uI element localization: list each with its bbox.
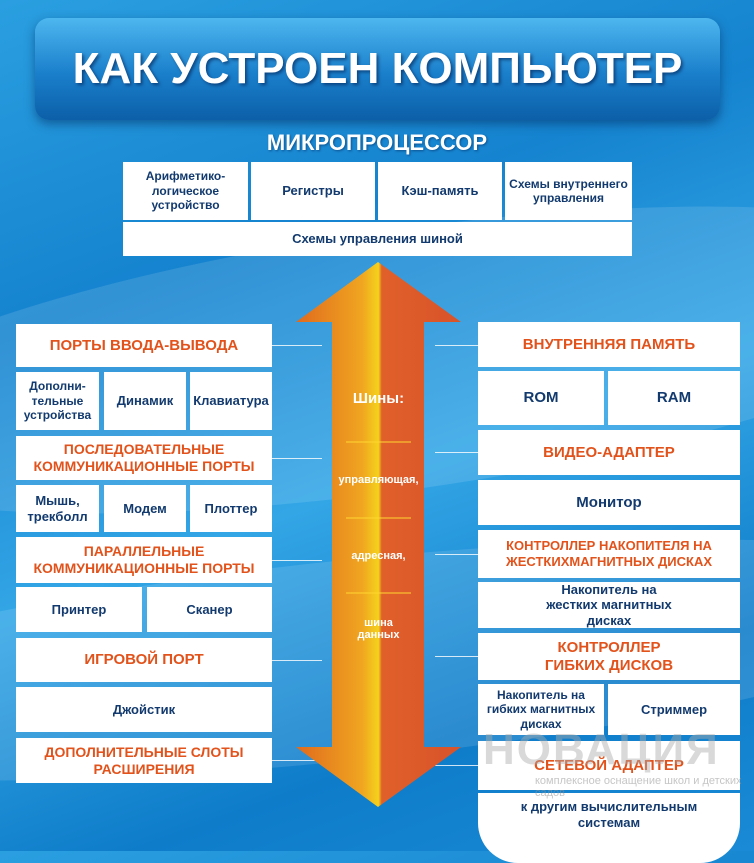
- microprocessor-title: МИКРОПРОЦЕССОР: [266, 130, 488, 155]
- scanner-cell: Сканер: [147, 587, 272, 632]
- extra-devices-cell: Дополни-тельные устройства: [16, 372, 99, 430]
- hdd-cell: Накопитель на жестких магнитных дисках: [478, 582, 740, 628]
- bus-data: шина данных: [357, 617, 400, 641]
- registers-cell: Регистры: [251, 162, 375, 220]
- connector-line: [272, 560, 322, 561]
- control-circuits-cell: Схемы внутреннего управления: [505, 162, 632, 220]
- connector-line: [272, 760, 322, 761]
- bus-control: управляющая,: [338, 474, 419, 486]
- modem-cell: Модем: [104, 485, 186, 532]
- speaker-cell: Динамик: [104, 372, 186, 430]
- connector-line: [435, 656, 478, 657]
- game-port-header: ИГРОВОЙ ПОРТ: [16, 638, 272, 682]
- bus-control-cell: Схемы управления шиной: [123, 222, 632, 256]
- streamer-cell: Стриммер: [608, 684, 740, 735]
- connector-line: [272, 660, 322, 661]
- watermark-logo: НОВАЦИЯ: [483, 725, 720, 774]
- alu-cell: Арифметико-логическое устройство: [123, 162, 248, 220]
- memory-header: ВНУТРЕННЯЯ ПАМЯТЬ: [478, 322, 740, 367]
- other-systems-cell: к другим вычислительным системам: [520, 799, 698, 830]
- hdd-controller-header: КОНТРОЛЛЕР НАКОПИТЕЛЯ НА ЖЕСТКИХМАГНИТНЫ…: [478, 530, 740, 578]
- connector-line: [435, 765, 478, 766]
- page-title: КАК УСТРОЕН КОМПЬЮТЕР: [72, 44, 683, 93]
- fdd-controller-header: КОНТРОЛЛЕР ГИБКИХ ДИСКОВ: [478, 633, 740, 680]
- mouse-cell: Мышь, трекболл: [16, 485, 99, 532]
- connector-line: [272, 345, 322, 346]
- serial-ports-header: ПОСЛЕДОВАТЕЛЬНЫЕ КОММУНИКАЦИОННЫЕ ПОРТЫ: [16, 436, 272, 480]
- ram-cell: RAM: [608, 371, 740, 425]
- buses-title: Шины:: [352, 390, 405, 407]
- connector-line: [435, 345, 478, 346]
- cache-cell: Кэш-память: [378, 162, 502, 220]
- expansion-slots-header: ДОПОЛНИТЕЛЬНЫЕ СЛОТЫ РАСШИРЕНИЯ: [16, 738, 272, 783]
- bus-address: адресная,: [351, 550, 406, 562]
- double-arrow-icon: [296, 262, 461, 807]
- plotter-cell: Плоттер: [190, 485, 272, 532]
- io-ports-header: ПОРТЫ ВВОДА-ВЫВОДА: [16, 324, 272, 367]
- parallel-ports-header: ПАРАЛЛЕЛЬНЫЕ КОММУНИКАЦИОННЫЕ ПОРТЫ: [16, 537, 272, 583]
- title-banner: КАК УСТРОЕН КОМПЬЮТЕР: [35, 18, 720, 120]
- fdd-cell: Накопитель на гибких магнитных дисках: [478, 684, 604, 735]
- bus-arrow: Шины: управляющая, адресная, шина данных: [296, 262, 461, 807]
- rom-cell: ROM: [478, 371, 604, 425]
- printer-cell: Принтер: [16, 587, 142, 632]
- video-adapter-header: ВИДЕО-АДАПТЕР: [478, 430, 740, 475]
- monitor-cell: Монитор: [478, 480, 740, 525]
- joystick-cell: Джойстик: [16, 687, 272, 732]
- network-adapter-header: СЕТЕВОЙ АДАПТЕР: [478, 741, 740, 790]
- watermark-tagline: комплексное оснащение школ и детских сад…: [535, 775, 742, 800]
- connector-line: [435, 554, 478, 555]
- connector-line: [272, 458, 322, 459]
- keyboard-cell: Клавиатура: [190, 372, 272, 430]
- connector-line: [435, 452, 478, 453]
